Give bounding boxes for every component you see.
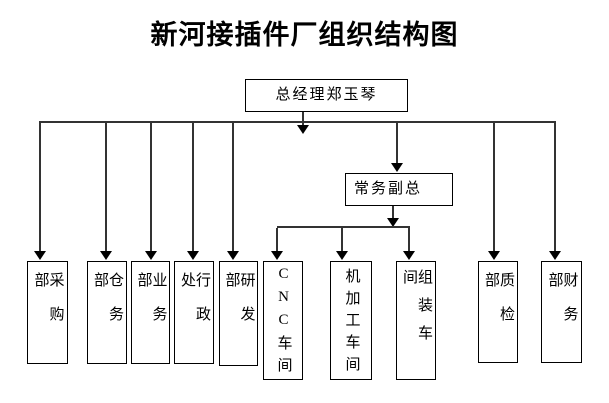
arrow-down-icon (403, 251, 415, 260)
connector-line-qc (493, 123, 495, 251)
node-machining-workshop-label: 机加工车间 (343, 267, 360, 378)
connector-line-finance (554, 123, 556, 251)
connector-line-machining (341, 228, 343, 251)
node-purchasing-dept: 采购部 (27, 261, 68, 364)
arrow-down-icon (387, 218, 399, 227)
arrow-down-icon (187, 251, 199, 260)
node-cnc-workshop-label: CNC车间 (275, 266, 292, 379)
node-qc-dept: 质检部 (478, 261, 518, 363)
connector-root-stub (302, 112, 304, 125)
node-assembly-workshop-label: 组装车间 (401, 269, 432, 353)
arrow-down-icon (145, 251, 157, 260)
connector-rail-workshops (277, 226, 410, 228)
node-deputy-general: 常务副总 (345, 173, 453, 206)
node-warehouse-dept-label: 仓务部 (92, 272, 123, 340)
node-general-manager-label: 总经理郑玉琴 (275, 87, 378, 103)
node-admin-office: 行政处 (174, 261, 214, 364)
arrow-down-icon (100, 251, 112, 260)
arrow-down-icon (271, 251, 283, 260)
connector-line-assembly (408, 228, 410, 251)
node-business-dept: 业务部 (131, 261, 170, 364)
node-business-dept-label: 业务部 (135, 272, 167, 340)
node-qc-dept-label: 质检部 (483, 272, 514, 340)
connector-line-purchasing (39, 123, 41, 251)
node-deputy-general-label: 常务副总 (354, 181, 423, 197)
node-finance-dept: 财务部 (541, 261, 582, 363)
arrow-down-icon (34, 251, 46, 260)
node-rnd-dept: 研发部 (219, 261, 258, 366)
connector-line-cnc (276, 228, 278, 251)
connector-line-warehouse (105, 123, 107, 251)
connector-line-rnd (232, 123, 234, 251)
node-assembly-workshop: 组装车间 (396, 261, 436, 380)
arrow-down-icon (336, 251, 348, 260)
arrow-down-icon (549, 251, 561, 260)
connector-rail-main (39, 121, 556, 123)
node-admin-office-label: 行政处 (179, 272, 210, 340)
node-purchasing-dept-label: 采购部 (32, 272, 64, 340)
arrow-down-icon (227, 251, 239, 260)
node-cnc-workshop: CNC车间 (263, 261, 303, 380)
connector-line-admin (192, 123, 194, 251)
chart-title: 新河接插件厂组织结构图 (150, 20, 459, 50)
arrow-down-icon (488, 251, 500, 260)
arrow-down-icon (297, 125, 309, 134)
arrow-down-icon (391, 163, 403, 172)
connector-line-business (150, 123, 152, 251)
node-machining-workshop: 机加工车间 (330, 261, 372, 380)
node-warehouse-dept: 仓务部 (87, 261, 127, 364)
connector-line-deputy (396, 123, 398, 164)
node-finance-dept-label: 财务部 (546, 272, 578, 340)
connector-deputy-stub (392, 206, 394, 219)
node-rnd-dept-label: 研发部 (223, 272, 255, 340)
node-general-manager: 总经理郑玉琴 (245, 79, 408, 112)
